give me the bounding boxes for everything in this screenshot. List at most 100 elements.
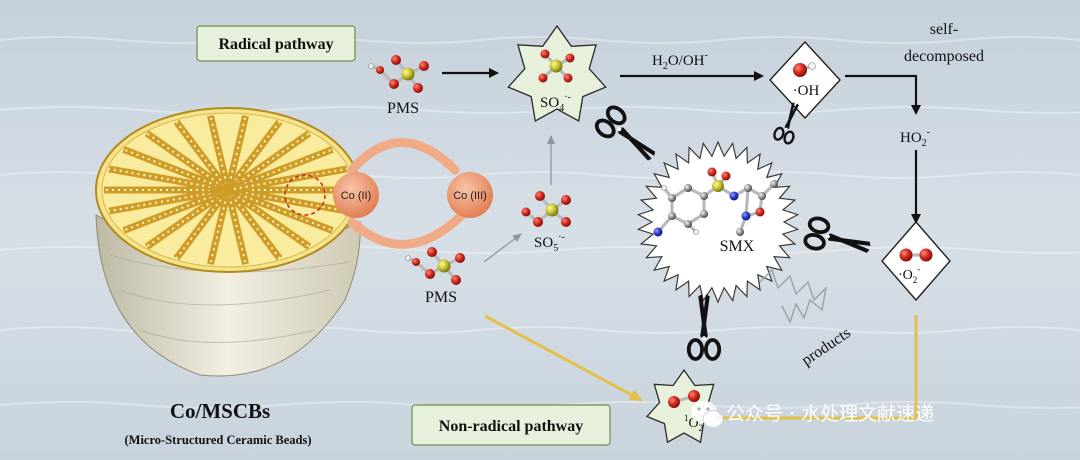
bead-cross-section [95, 107, 361, 273]
so5-molecule [521, 191, 571, 227]
oxygen-atom [688, 390, 700, 402]
channel-pores [227, 121, 281, 191]
non-radical-pathway-label: Non-radical pathway [439, 418, 583, 435]
scissors-handle [605, 105, 627, 126]
oxygen-atom [899, 248, 913, 262]
channel-pores [108, 189, 229, 213]
scissors-pivot [617, 127, 622, 132]
smx-molecule [653, 167, 778, 237]
oxygen-atom [561, 217, 571, 227]
singlet-o2-star [645, 368, 723, 444]
sulfur-atom [437, 259, 451, 273]
catalyst-name: Co/MSCBs [170, 399, 270, 423]
oh-radical-diamond [769, 40, 841, 120]
channel-pores [209, 189, 229, 265]
singlet-o2-label: 1O2 [684, 413, 703, 433]
atom [744, 184, 752, 192]
sulfur-atom [712, 180, 724, 192]
atom [684, 220, 692, 228]
scissors-handle [783, 130, 795, 145]
atom [729, 191, 739, 201]
oxygen-atom [540, 49, 550, 59]
scissors-handle [594, 118, 616, 139]
oh-radical-label: ·OH [793, 83, 820, 99]
atom [700, 210, 708, 218]
channel-pores [123, 148, 229, 191]
oxygen-atom [565, 53, 575, 63]
oxygen-atom [427, 247, 437, 257]
channel-pores [146, 132, 229, 191]
oxygen-atom [455, 253, 465, 263]
scissors-handle [773, 126, 785, 141]
oxygen-atom [721, 171, 731, 181]
scissors-handle [807, 216, 831, 235]
o2-radical-molecule [899, 248, 933, 262]
wechat-icon [691, 401, 724, 428]
arrow-oh-to-ho2 [845, 74, 921, 115]
scissors-blade [618, 127, 652, 161]
radical-pathway-label: Radical pathway [218, 36, 333, 53]
atom [661, 185, 667, 191]
oxygen-atom [538, 73, 548, 83]
atom [808, 62, 816, 70]
arrow-o2-to-singlet [688, 315, 918, 424]
pms-bottom-molecule [405, 247, 465, 285]
so4-radical-star [507, 24, 607, 123]
oxygen-atom [707, 167, 717, 177]
atom [736, 228, 744, 236]
channel-pores [175, 189, 229, 259]
scissors-icon [594, 105, 656, 161]
oxygen-atom [563, 73, 573, 83]
atom [405, 255, 411, 261]
oxidation-arrow [347, 138, 460, 175]
atom [741, 211, 751, 221]
atom [758, 192, 766, 200]
scissors-pivot [785, 127, 788, 131]
co2-node [333, 172, 379, 218]
reaction-arrows [442, 68, 921, 424]
channel-pores [227, 189, 247, 265]
channel-pores [227, 189, 333, 232]
oxygen-atom [413, 83, 423, 93]
so4-label: SO4·- [540, 92, 571, 114]
ho2-label: HO2- [900, 127, 930, 149]
oxygen-atom [755, 207, 765, 217]
oxygen-atom [561, 195, 571, 205]
watermark-text: 公众号 · 水处理文献速递 [726, 403, 934, 425]
arrow-pms-to-singlet [484, 314, 643, 402]
oxygen-atom [425, 269, 435, 279]
atom [368, 63, 374, 69]
oxygen-atom [668, 396, 680, 408]
channel-pores [227, 148, 333, 191]
channel-pores [123, 189, 229, 232]
oxygen-atom [793, 63, 807, 77]
channel-pores [227, 132, 310, 191]
bead-center [222, 184, 234, 196]
smx-burst [636, 140, 800, 304]
watermark: 公众号 · 水处理文献速递 [691, 401, 934, 428]
channel-pores [146, 189, 229, 248]
o2-radical-diamond [881, 220, 951, 302]
oxygen-atom [376, 66, 384, 74]
scissors-blade [826, 233, 870, 253]
channel-pores [227, 189, 310, 248]
channel-pores [227, 167, 348, 191]
co3-node [447, 172, 493, 218]
highlight-dashed-circle [284, 174, 326, 216]
o2-radical-label: ·O2- [898, 264, 920, 285]
channel-pores [209, 115, 229, 191]
smx-label: SMX [720, 238, 755, 255]
scissors-icon [803, 216, 871, 253]
pms-bottom-label: PMS [425, 289, 457, 306]
h2o-oh-label: H2O/OH- [652, 50, 708, 72]
scissors-handle [803, 233, 826, 251]
channel-pores [227, 189, 281, 259]
atom [770, 180, 778, 188]
co3-label: Co (III) [453, 190, 487, 202]
channel-pores [108, 167, 229, 191]
atom [668, 194, 676, 202]
atom [684, 184, 692, 192]
oxygen-atom [451, 275, 461, 285]
reduction-arrow [347, 210, 467, 249]
